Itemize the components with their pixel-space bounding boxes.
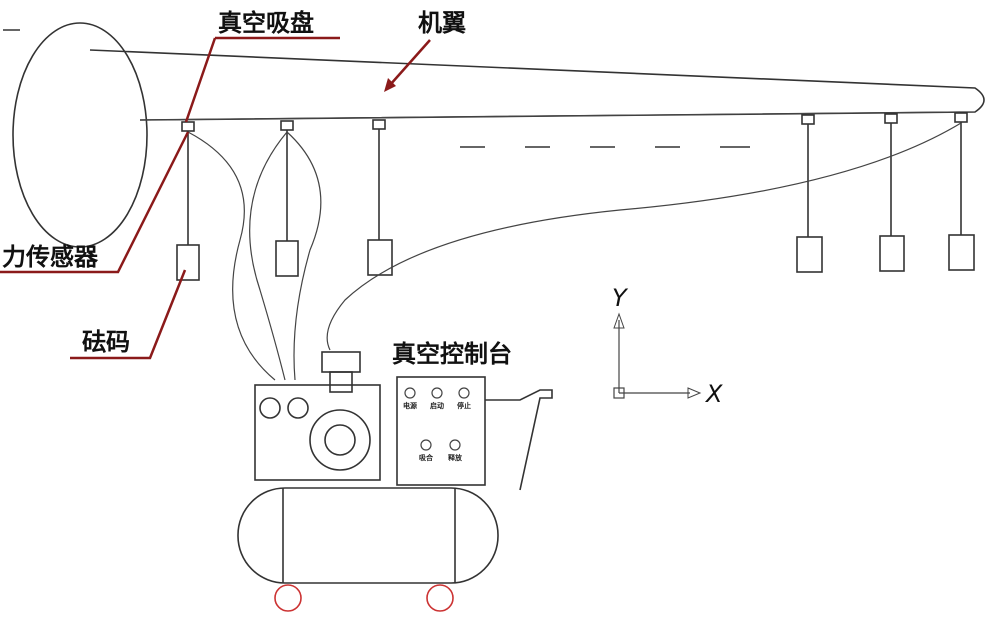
leader-lines <box>0 36 340 360</box>
coordinate-axes <box>613 312 702 399</box>
label-vacuum-console: 真空控制台 <box>392 340 512 368</box>
label-wing: 机翼 <box>418 9 466 37</box>
button-label: 释放 <box>448 453 463 462</box>
wing <box>12 22 985 248</box>
x-axis-label: X <box>704 380 723 408</box>
button-label: 停止 <box>457 401 471 410</box>
label-weight: 砝码 <box>82 328 130 356</box>
label-suction-cup: 真空吸盘 <box>218 9 314 37</box>
button-label: 启动 <box>430 401 444 410</box>
label-force-sensor: 力传感器 <box>2 243 99 271</box>
y-axis-label: Y <box>612 284 629 312</box>
sensors-and-weights <box>176 112 975 381</box>
button-label: 电源 <box>403 401 417 410</box>
button-label: 吸合 <box>419 453 434 462</box>
vacuum-console: 电源 启动 停止 吸合 释放 <box>237 351 553 612</box>
